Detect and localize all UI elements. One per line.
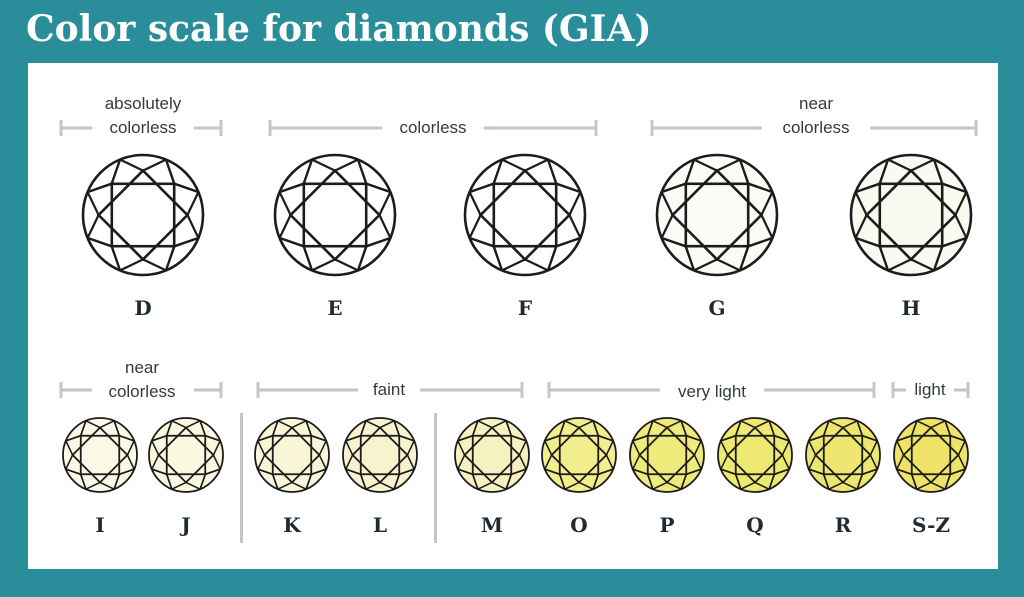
diamond-q xyxy=(715,415,795,500)
grade-label-j: J xyxy=(181,513,191,537)
diamond-j xyxy=(146,415,226,500)
grade-label-f: F xyxy=(517,296,533,320)
bracket-absolutely-colorless xyxy=(59,120,223,136)
diamond-p xyxy=(627,415,707,500)
group-label-near-colorless-top: near colorless xyxy=(782,94,850,137)
diamond-l xyxy=(340,415,420,500)
diamond-e xyxy=(272,152,398,283)
grade-label-r: R xyxy=(834,513,852,537)
bracket-near-colorless-top xyxy=(650,120,978,136)
diamond-g xyxy=(654,152,780,283)
diamond-o xyxy=(539,415,619,500)
grade-label-d: D xyxy=(134,296,152,320)
grade-label-e: E xyxy=(327,296,343,320)
separator-lm xyxy=(434,413,437,543)
bracket-near-colorless-bottom xyxy=(59,382,223,398)
group-label-faint: faint xyxy=(372,380,406,399)
grade-label-g: G xyxy=(708,296,726,320)
bracket-very-light xyxy=(547,382,876,398)
grade-label-h: H xyxy=(901,296,921,320)
diamond-d xyxy=(80,152,206,283)
separator-jk xyxy=(240,413,243,543)
diamond-f xyxy=(462,152,588,283)
grade-label-sz: S-Z xyxy=(911,513,951,537)
group-label-colorless: colorless xyxy=(399,118,467,137)
diamond-h xyxy=(848,152,974,283)
grade-label-m: M xyxy=(480,513,504,537)
grade-label-q: Q xyxy=(746,513,764,537)
diamond-i xyxy=(60,415,140,500)
group-label-absolutely-colorless: absolutely colorless xyxy=(104,94,182,137)
diamond-sz xyxy=(891,415,971,500)
grade-label-i: I xyxy=(95,513,105,537)
diamond-r xyxy=(803,415,883,500)
grade-label-l: L xyxy=(372,513,388,537)
grade-label-k: K xyxy=(283,513,301,537)
group-label-light: light xyxy=(914,380,946,399)
grade-label-o: O xyxy=(570,513,588,537)
grade-label-p: P xyxy=(659,513,675,537)
bracket-colorless xyxy=(268,120,598,136)
group-label-near-colorless-bottom: near colorless xyxy=(108,358,176,401)
group-label-very-light: very light xyxy=(677,382,747,401)
bracket-faint xyxy=(256,382,524,398)
chart-title: Color scale for diamonds (GIA) xyxy=(26,8,652,50)
diamond-k xyxy=(252,415,332,500)
bracket-light xyxy=(891,382,970,398)
diamond-m xyxy=(452,415,532,500)
